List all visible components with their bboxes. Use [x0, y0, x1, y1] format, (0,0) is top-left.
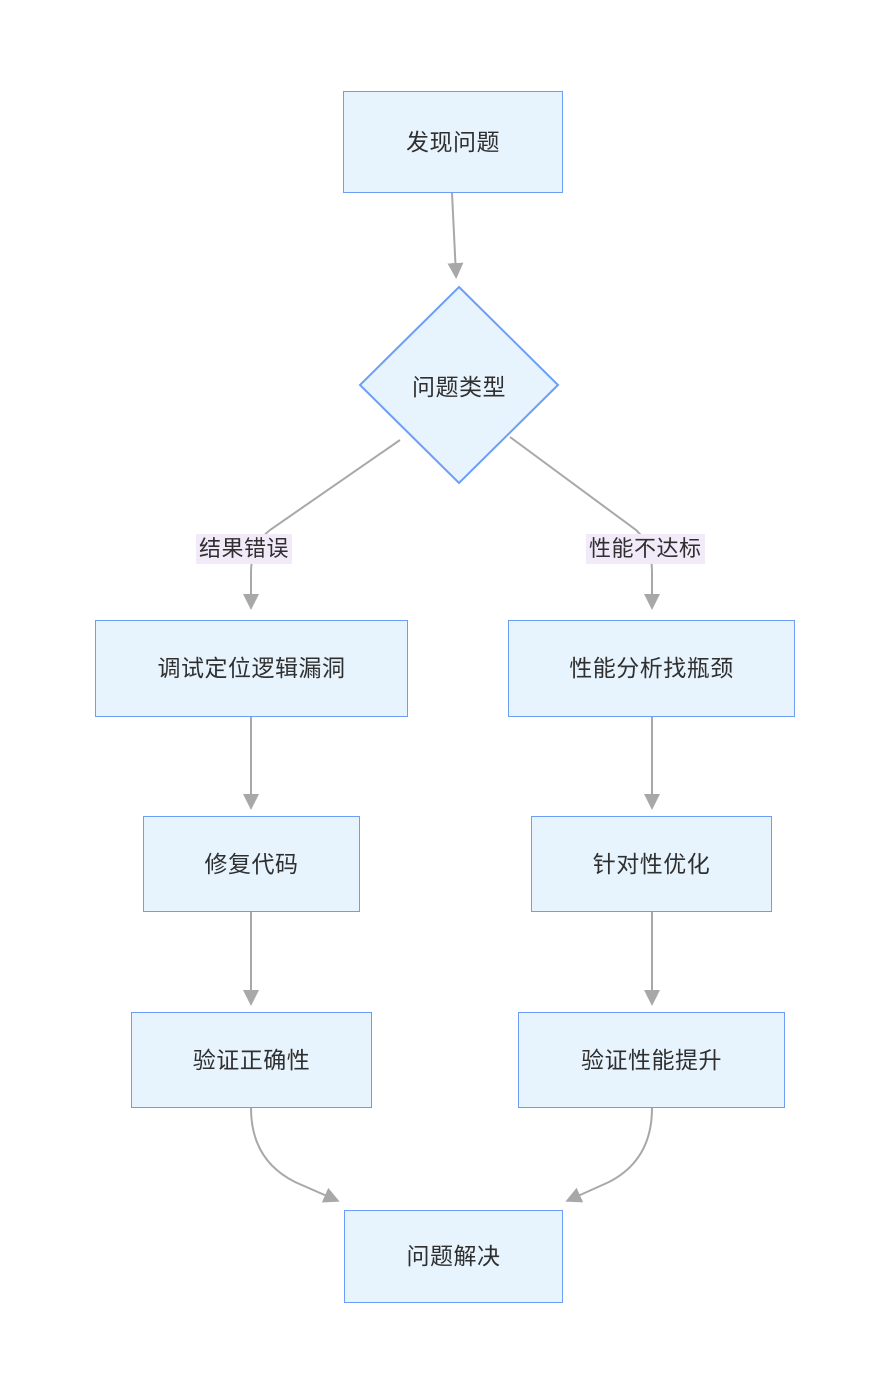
node-decision-problem-type[interactable]: 问题类型 [358, 285, 560, 485]
node-optimize-label: 针对性优化 [592, 850, 711, 877]
edge-start-to-decide [447, 192, 464, 279]
diamond-shape [358, 285, 560, 485]
node-start-label: 发现问题 [406, 128, 500, 155]
edge-label-result-error: 结果错误 [196, 534, 293, 564]
node-debug-label: 调试定位逻辑漏洞 [157, 655, 346, 681]
node-decision-label: 问题类型 [412, 374, 506, 400]
node-debug-locate-logic-bug[interactable]: 调试定位逻辑漏洞 [95, 620, 408, 717]
node-start[interactable]: 发现问题 [343, 91, 563, 193]
node-done-label: 问题解决 [406, 1243, 501, 1269]
node-fix-label: 修复代码 [204, 850, 299, 877]
node-verify-correctness-label: 验证正确性 [192, 1046, 311, 1073]
edge-verify2-to-done [565, 1107, 653, 1203]
node-verify-performance-label: 验证性能提升 [581, 1046, 722, 1073]
node-verify-performance-gain[interactable]: 验证性能提升 [518, 1012, 785, 1108]
node-problem-solved[interactable]: 问题解决 [344, 1210, 563, 1303]
node-targeted-optimization[interactable]: 针对性优化 [531, 816, 772, 912]
node-fix-code[interactable]: 修复代码 [143, 816, 360, 912]
edge-label-performance-miss: 性能不达标 [586, 534, 705, 564]
node-performance-analysis[interactable]: 性能分析找瓶颈 [508, 620, 795, 717]
edge-verify1-to-done [250, 1107, 340, 1203]
node-profile-label: 性能分析找瓶颈 [569, 655, 734, 681]
node-verify-correctness[interactable]: 验证正确性 [131, 1012, 372, 1108]
